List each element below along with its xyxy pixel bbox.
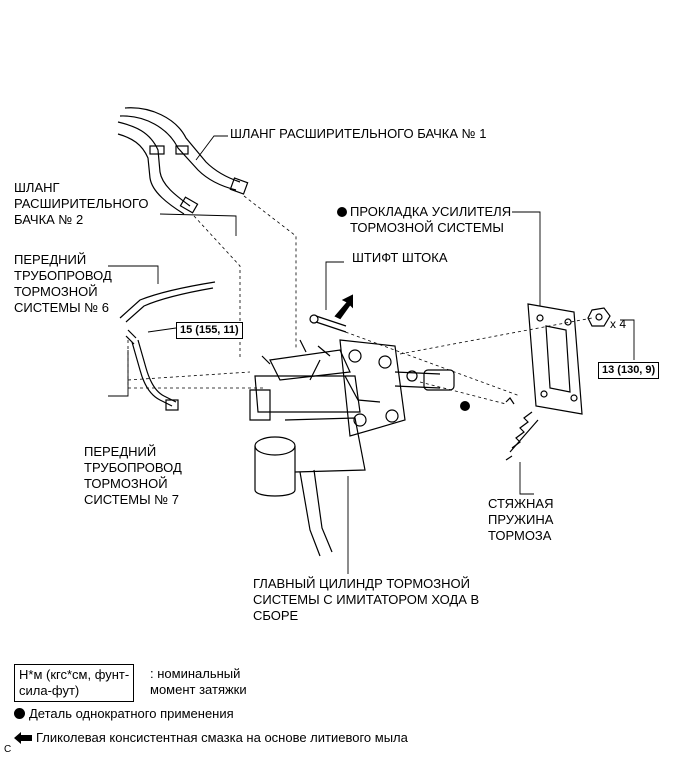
label-push-rod-pin: ШТИФТ ШТОКА <box>352 250 448 265</box>
label-master-cylinder: ГЛАВНЫЙ ЦИЛИНДР ТОРМОЗНОЙ СИСТЕМЫ С ИМИТ… <box>253 576 480 623</box>
legend-nonreusable: Деталь однократного применения <box>14 706 234 722</box>
label-reservoir-hose-1: ШЛАНГ РАСШИРИТЕЛЬНОГО БАЧКА № 1 <box>230 126 487 141</box>
brake-pipe-7 <box>131 339 179 411</box>
label-tension-spring: СТЯЖНАЯ ПРУЖИНА ТОРМОЗА <box>488 496 554 543</box>
reservoir-hose-2 <box>117 121 199 215</box>
nonreusable-dot-icon <box>460 401 470 411</box>
corner-mark: C <box>4 744 12 755</box>
label-brake-pipe-6: ПЕРЕДНИЙ ТРУБОПРОВОД ТОРМОЗНОЙ СИСТЕМЫ №… <box>14 252 112 315</box>
legend-unit-box: Н*м (кгс*см, фунт- сила-фут) <box>14 664 135 702</box>
torque-box-nut: 13 (130, 9) <box>598 362 660 379</box>
mounting-nut <box>587 307 611 327</box>
grease-arrow-icon <box>14 732 32 744</box>
nut-count: x 4 <box>610 317 627 331</box>
booster-gasket <box>527 303 583 415</box>
label-booster-gasket: ПРОКЛАДКА УСИЛИТЕЛЯ ТОРМОЗНОЙ СИСТЕМЫ <box>350 204 512 235</box>
legend-unit-description: : номинальный момент затяжки <box>150 666 247 697</box>
label-brake-pipe-7: ПЕРЕДНИЙ ТРУБОПРОВОД ТОРМОЗНОЙ СИСТЕМЫ №… <box>84 444 182 507</box>
grease-arrow-icon <box>334 294 353 320</box>
legend-grease-text: Гликолевая консистентная смазка на основ… <box>36 730 408 745</box>
brake-tension-spring <box>505 397 539 461</box>
legend-grease: Гликолевая консистентная смазка на основ… <box>14 730 408 746</box>
nonreusable-dot-icon <box>337 207 347 217</box>
legend-nonreusable-text: Деталь однократного применения <box>29 706 234 721</box>
nonreusable-dot-icon <box>14 708 25 719</box>
reservoir-hose-1 <box>119 107 249 195</box>
label-reservoir-hose-2: ШЛАНГ РАСШИРИТЕЛЬНОГО БАЧКА № 2 <box>14 180 149 227</box>
master-cylinder-assembly <box>249 339 455 557</box>
torque-box-pipe: 15 (155, 11) <box>176 322 243 339</box>
